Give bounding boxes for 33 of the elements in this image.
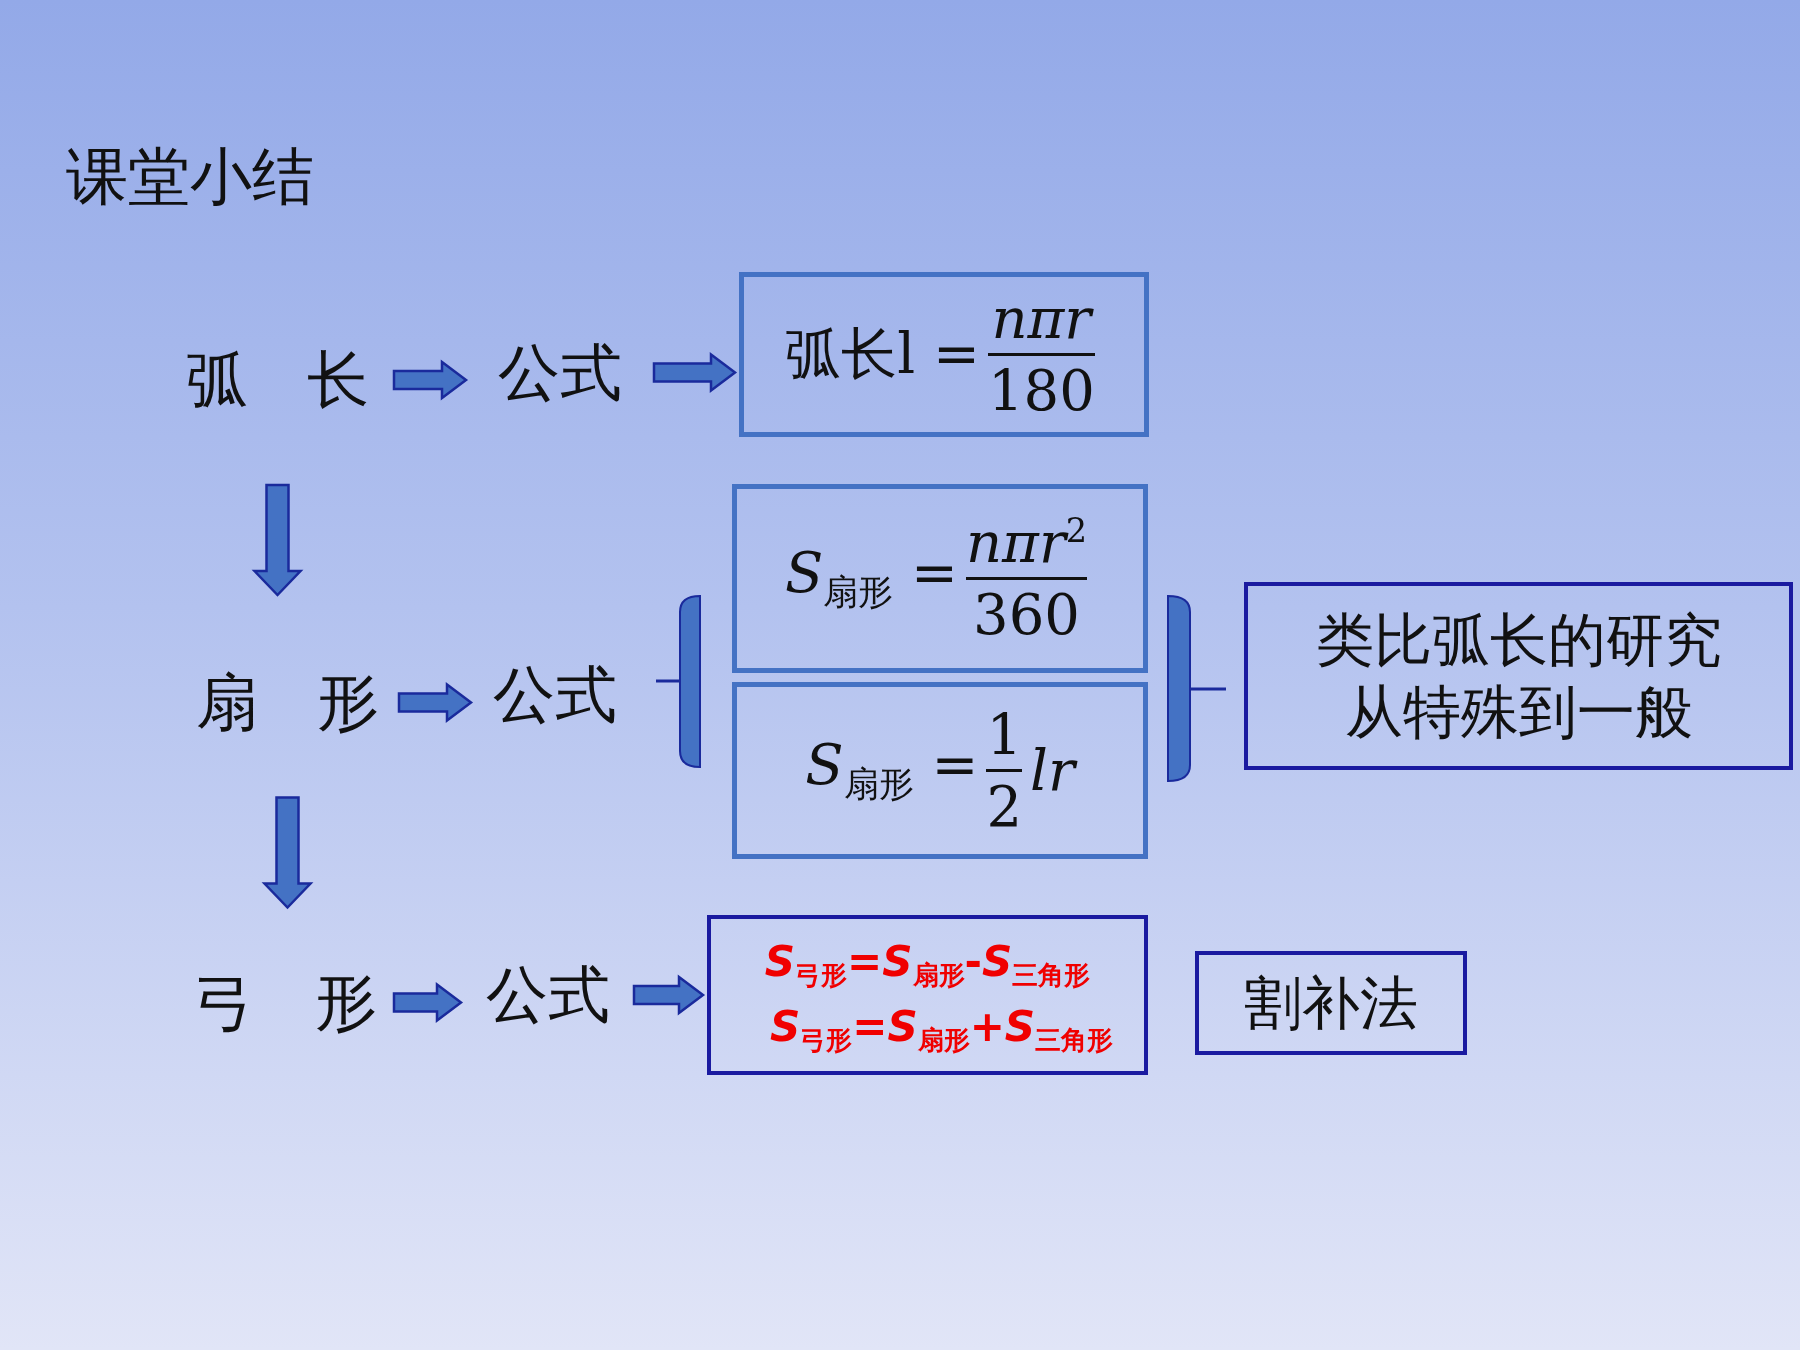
arrow	[392, 982, 464, 1023]
fraction-numerator: 1	[986, 702, 1023, 767]
formula-box	[739, 272, 1149, 437]
label-text: 公式	[493, 657, 617, 733]
arrow	[392, 359, 469, 401]
body-text: 割补法	[1243, 967, 1419, 1039]
formula-text: S$_{弓形}$=S$_{扇形}$-S$_{三角形}$	[764, 936, 1091, 992]
formula-box	[732, 682, 1148, 859]
label-text: 公式	[498, 334, 622, 411]
fraction-denominator: 180	[987, 358, 1095, 423]
label-text: 公式	[485, 957, 610, 1033]
formula-text: S$_{扇形}$ =	[784, 540, 959, 615]
label-text: 扇 形	[195, 664, 380, 741]
arrow	[261, 796, 314, 910]
fraction-numerator: nπr$^{2}$	[966, 510, 1088, 575]
formula-text: S$_{弓形}$=S$_{扇形}$+S$_{三角形}$	[769, 1001, 1114, 1057]
fraction-denominator: 2	[986, 774, 1023, 839]
fraction-numerator: nπr	[991, 286, 1092, 351]
label-text: 弧 长	[185, 342, 370, 418]
text-box	[1244, 582, 1793, 770]
formula-box	[707, 915, 1148, 1075]
arrow	[251, 483, 304, 597]
arrow	[397, 682, 474, 723]
arrow	[632, 974, 706, 1016]
title: 课堂小结	[66, 139, 314, 215]
body-text: 类比弧长的研究从特殊到一般	[1314, 604, 1723, 748]
formula-text: S$_{扇形}$ =	[805, 732, 979, 807]
text-box	[1195, 951, 1467, 1055]
arrow	[652, 352, 738, 393]
label-text: 弓 形	[193, 964, 377, 1041]
fraction-denominator: 360	[973, 582, 1080, 647]
formula-box	[732, 484, 1148, 673]
formula-text: 弧长l =	[785, 319, 980, 388]
